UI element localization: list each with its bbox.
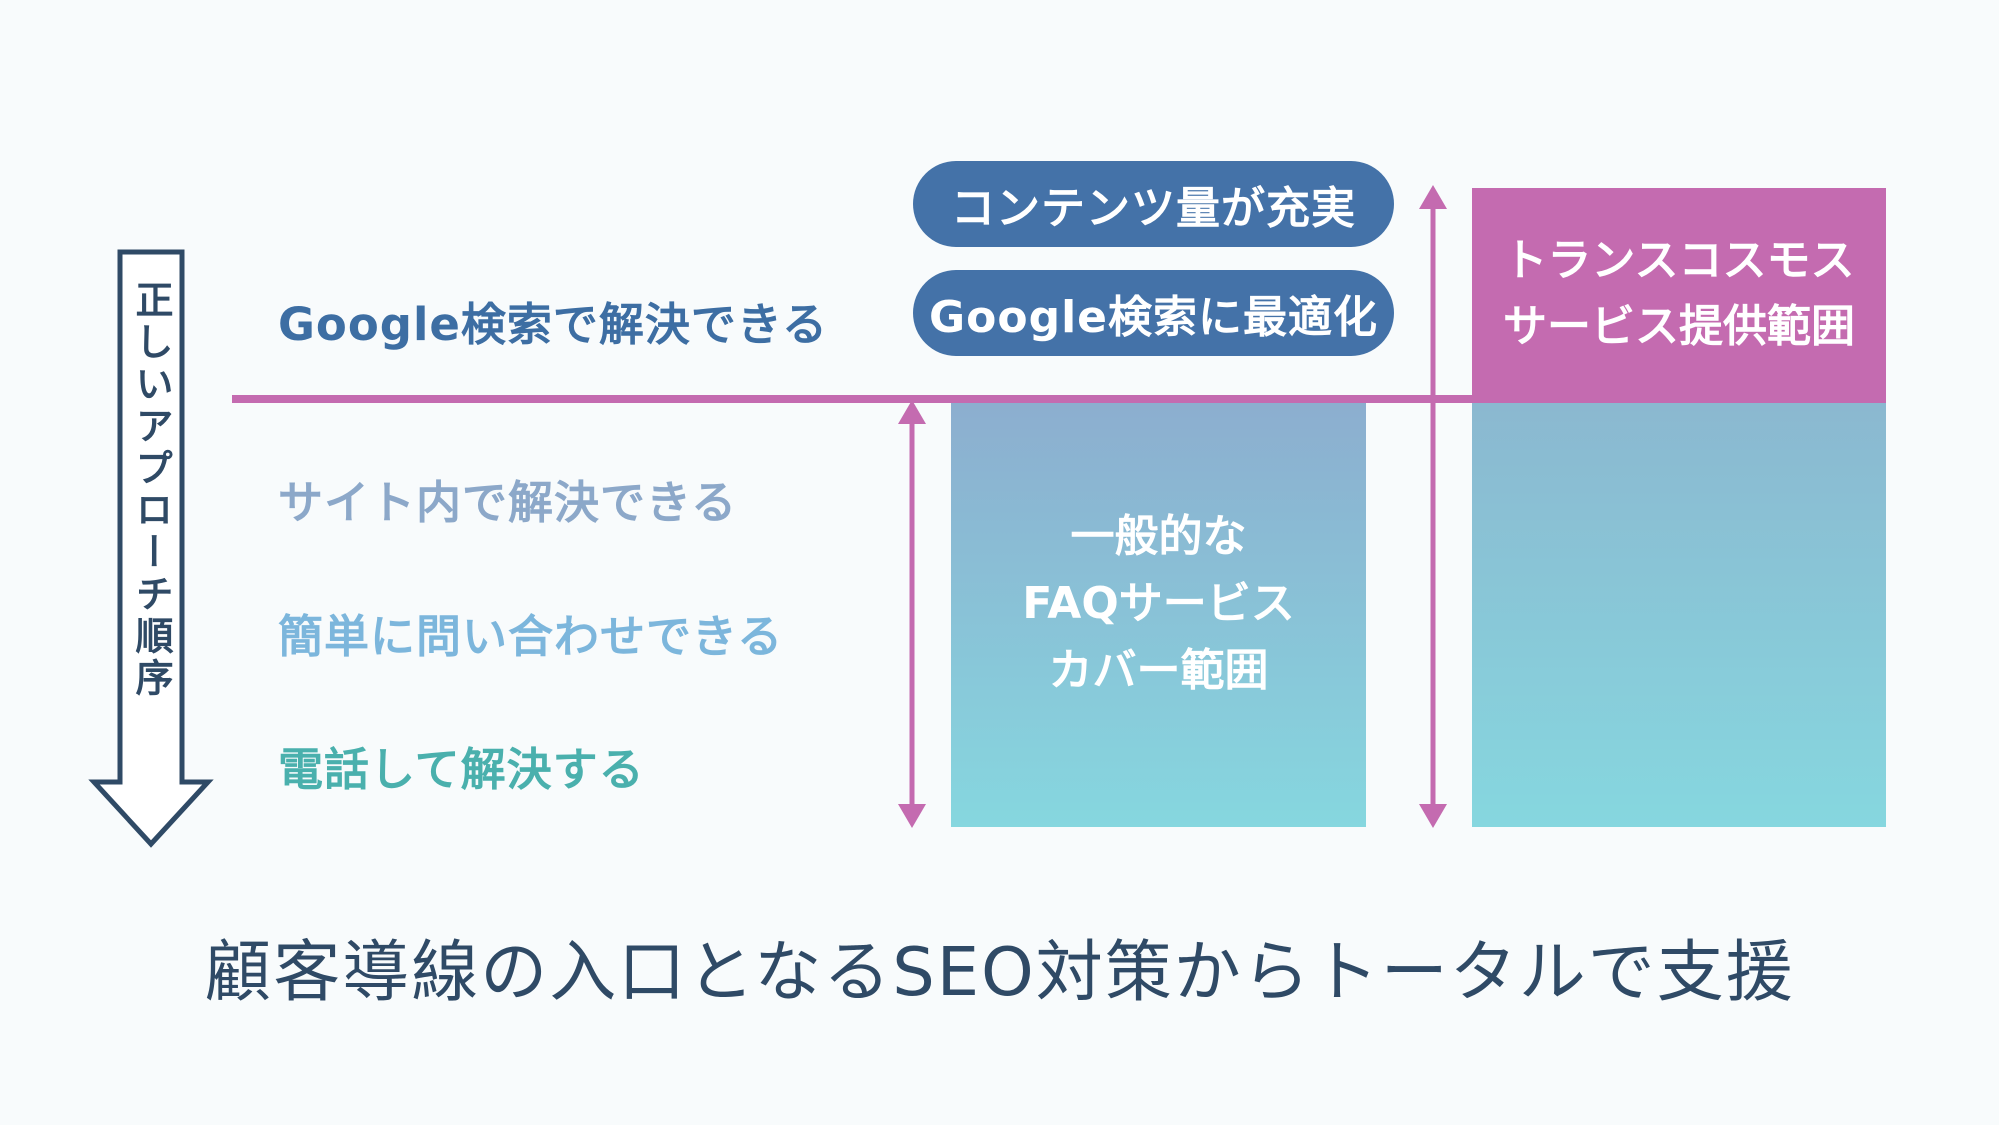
faq-coverage-block: 一般的な FAQサービス カバー範囲	[951, 403, 1366, 827]
level-easy-inquiry: 簡単に問い合わせできる	[278, 610, 784, 663]
transcosmos-coverage-header: トランスコスモス サービス提供範囲	[1472, 188, 1886, 396]
transcosmos-range-double-arrow-icon	[1419, 185, 1447, 828]
faq-coverage-line: 一般的な	[1070, 511, 1247, 562]
down-arrow-icon	[88, 249, 214, 848]
approach-order-label: 正しいアプローチ順序	[129, 280, 173, 700]
level-google-search: Google検索で解決できる	[278, 298, 829, 351]
level-phone-support: 電話して解決する	[278, 743, 645, 796]
transcosmos-coverage-block	[1472, 403, 1886, 827]
pill-content-volume: コンテンツ量が充実	[913, 161, 1394, 247]
transcosmos-coverage-line: サービス提供範囲	[1503, 301, 1855, 352]
faq-coverage-line: カバー範囲	[1048, 645, 1269, 696]
pill-google-optimized: Google検索に最適化	[913, 270, 1394, 356]
level-site-search: サイト内で解決できる	[278, 476, 738, 529]
diagram-caption: 顧客導線の入口となるSEO対策からトータルで支援	[204, 933, 1795, 1011]
faq-coverage-line: FAQサービス	[1022, 578, 1295, 629]
transcosmos-coverage-line: トランスコスモス	[1503, 235, 1855, 286]
level-divider-line	[232, 395, 1886, 403]
faq-range-double-arrow-icon	[898, 400, 926, 828]
